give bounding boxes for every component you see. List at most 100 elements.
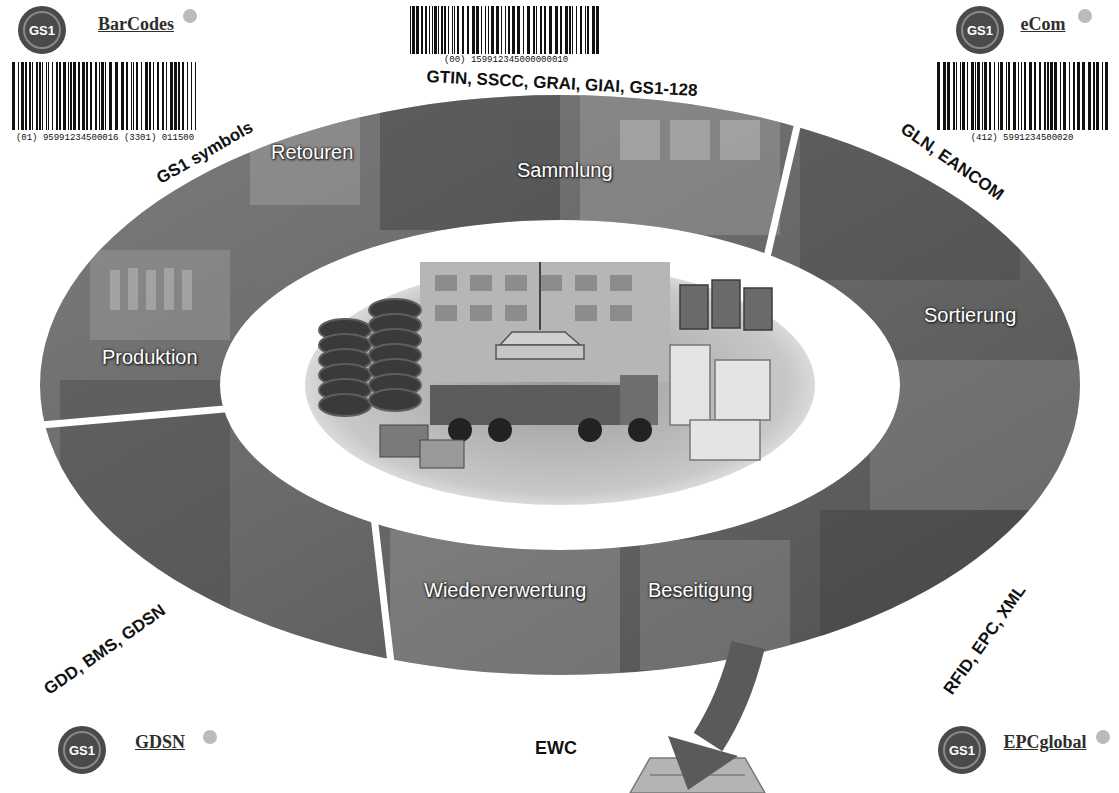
barcode-bar: [444, 6, 446, 54]
barcode-bar: [491, 6, 494, 54]
barcode-bar: [517, 6, 520, 54]
barcode-bar: [82, 62, 85, 130]
barcode-bar: [462, 6, 464, 54]
stage-band: Retouren: [266, 138, 358, 166]
barcode-bar: [1063, 62, 1066, 130]
barcode-bar: [86, 62, 88, 130]
barcode-bar: [1060, 62, 1061, 130]
barcode-bar: [544, 6, 546, 54]
barcode-bar: [555, 6, 558, 54]
exit-arrow: [668, 645, 748, 790]
barcode-bar: [12, 62, 15, 130]
barcode-bar: [1047, 62, 1049, 130]
barcode-bar: [412, 6, 415, 54]
barcode-bar: [508, 6, 510, 54]
barcode-bar: [109, 62, 112, 130]
barcode-bar: [126, 62, 128, 130]
barcode-bar: [133, 62, 134, 130]
barcode-bar: [149, 62, 151, 130]
stage-band: Sammlung: [512, 156, 618, 184]
barcode-bar: [29, 62, 31, 130]
barcode-bar: [56, 62, 58, 130]
barcode-bar: [191, 62, 192, 130]
barcode-bar: [989, 62, 991, 130]
barcode-bar: [982, 62, 983, 130]
barcode-bar: [994, 62, 995, 130]
barcode-bar: [99, 62, 100, 130]
barcode-bar: [565, 6, 568, 54]
barcode-bar: [953, 62, 955, 130]
barcode-bar: [512, 6, 515, 54]
barcode-bar: [141, 62, 142, 130]
barcode-bar: [42, 62, 43, 130]
barcode-bar: [536, 6, 537, 54]
barcode-bar: [476, 6, 479, 54]
stage-label: Produktion: [102, 345, 198, 369]
barcode-bar: [1054, 62, 1057, 130]
brand-name: EPCglobal: [1003, 732, 1086, 752]
brand-name: BarCodes: [98, 14, 174, 34]
barcode-bar: [1093, 62, 1095, 130]
barcode-bar: [1096, 62, 1099, 130]
stage-label: Sortierung: [924, 303, 1016, 327]
barcode-bar: [25, 62, 27, 130]
barcode-bar: [441, 6, 443, 54]
standard-list: GDD, BMS, GDSN: [40, 601, 169, 700]
standard-list: EWC: [535, 738, 577, 759]
barcode-bar: [1044, 62, 1046, 130]
stage-band: Produktion: [97, 343, 203, 371]
barcode-bar: [32, 62, 33, 130]
barcode-bar: [70, 62, 72, 130]
barcode-bar: [18, 62, 19, 130]
barcode-bar: [937, 62, 940, 130]
barcode-bar: [425, 6, 427, 54]
barcode-bar: [540, 6, 542, 54]
stage-band: Wiederverwertung: [419, 576, 591, 604]
barcode-bar: [975, 62, 976, 130]
stage-label: Wiederverwertung: [424, 578, 586, 602]
barcode-bar: [136, 62, 138, 130]
barcode-bar: [95, 62, 97, 130]
barcode-bar: [174, 62, 177, 130]
barcode-bar: [101, 62, 104, 130]
barcode-bar: [73, 62, 76, 130]
center-collage: [305, 262, 815, 505]
barcode-bar: [943, 62, 946, 130]
barcode-bar: [947, 62, 950, 130]
barcode-bar: [157, 62, 159, 130]
stage-label: Sammlung: [517, 158, 613, 182]
barcode-bar: [59, 62, 61, 130]
logo-text: GS1: [967, 23, 993, 38]
barcode-bar: [1102, 62, 1103, 130]
barcode-bar: [1088, 62, 1091, 130]
barcode-bar: [1024, 62, 1026, 130]
barcode-bar: [501, 6, 502, 54]
barcode-bar: [170, 62, 173, 130]
barcode-bar: [576, 6, 577, 54]
barcode-bar: [1073, 62, 1075, 130]
barcode-bar: [956, 62, 957, 130]
stage-label: Beseitigung: [648, 578, 753, 602]
barcode-bar: [1013, 62, 1016, 130]
barcode-bar: [962, 62, 965, 130]
barcode-bar: [166, 62, 167, 130]
barcode-bar: [1050, 62, 1053, 130]
barcode-bar: [596, 6, 599, 54]
barcode-bar: [105, 62, 106, 130]
barcode-bar: [998, 62, 999, 130]
barcode-bar: [560, 6, 562, 54]
logo-text: GS1: [29, 23, 55, 38]
barcode-bar: [36, 62, 38, 130]
barcode-bar: [572, 6, 573, 54]
barcode-bar: [145, 62, 148, 130]
barcode-bar: [63, 62, 66, 130]
barcode-bar: [984, 62, 987, 130]
gs1-logo-marks: [18, 6, 1110, 774]
barcode-bar: [429, 6, 430, 54]
barcode-number: (01) 95991234500016 (3301) 011500: [16, 133, 194, 143]
barcode-bar: [496, 6, 499, 54]
barcode-bar: [432, 6, 433, 54]
ring-photos: [60, 90, 1080, 680]
barcode-bar: [178, 62, 180, 130]
